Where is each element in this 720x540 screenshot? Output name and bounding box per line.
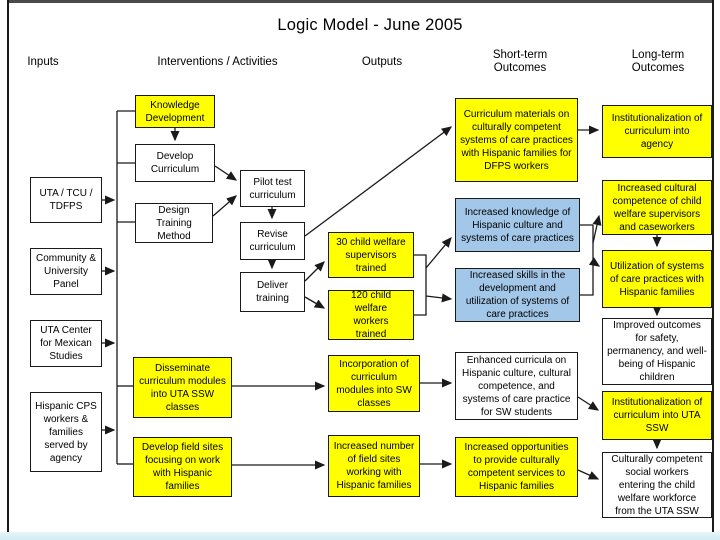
node-workers-trained: 120 child welfare workers trained	[328, 290, 414, 340]
node-improved-outcomes: Improved outcomes for safety, permanency…	[602, 318, 712, 385]
node-revise-curriculum: Revise curriculum	[240, 222, 305, 260]
node-uta-center-mexican-studies: UTA Center for Mexican Studies	[30, 320, 102, 367]
node-develop-field-sites: Develop field sites focusing on work wit…	[133, 437, 232, 497]
column-header-outputs: Outputs	[361, 56, 403, 68]
connector-line	[577, 396, 600, 411]
connector-line	[580, 224, 594, 296]
node-deliver-training: Deliver training	[240, 272, 305, 312]
node-enhanced-curricula: Enhanced curricula on Hispanic culture, …	[455, 352, 578, 420]
node-pilot-test-curriculum: Pilot test curriculum	[240, 170, 305, 207]
column-header-short-term: Short-term Outcomes	[492, 49, 548, 74]
slide-right-border	[712, 0, 714, 533]
node-disseminate-modules: Disseminate curriculum modules into UTA …	[133, 357, 232, 418]
slide-top-bar	[8, 0, 714, 3]
node-knowledge-development: Knowledge Development	[135, 95, 215, 128]
connector-line	[577, 469, 600, 480]
connector-line	[304, 261, 325, 282]
connector-line	[588, 257, 601, 267]
column-header-long-term: Long-term Outcomes	[631, 49, 685, 74]
node-increased-field-sites: Increased number of field sites working …	[328, 435, 420, 497]
connector-line	[304, 126, 453, 237]
node-curriculum-materials: Curriculum materials on culturally compe…	[455, 98, 578, 182]
connector-line	[214, 165, 238, 181]
slide-left-border	[7, 0, 9, 533]
column-header-inputs: Inputs	[27, 56, 59, 68]
connector-line	[425, 293, 453, 303]
node-institutionalization-uta-ssw: Institutionalization of curriculum into …	[602, 391, 712, 440]
node-increased-opportunities: Increased opportunities to provide cultu…	[455, 437, 578, 497]
node-community-university-panel: Community & University Panel	[30, 248, 102, 295]
slide-footer-strip	[0, 532, 720, 540]
column-header-interventions: Interventions / Activities	[157, 56, 278, 68]
node-culturally-competent-workers: Culturally competent social workers ente…	[602, 452, 712, 518]
connector-line	[212, 195, 237, 217]
node-incorporation-modules: Incorporation of curriculum modules into…	[328, 355, 420, 412]
node-develop-curriculum: Develop Curriculum	[135, 144, 215, 182]
node-increased-knowledge: Increased knowledge of Hispanic culture …	[455, 198, 580, 252]
connector-line	[414, 254, 427, 316]
node-hispanic-cps-workers: Hispanic CPS workers & families served b…	[30, 392, 102, 472]
node-supervisors-trained: 30 child welfare supervisors trained	[328, 232, 414, 278]
node-increased-skills: Increased skills in the development and …	[455, 268, 580, 322]
node-increased-cultural-competence: Increased cultural competence of child w…	[602, 180, 712, 235]
connector-line	[304, 296, 326, 309]
diagram-title: Logic Model - June 2005	[277, 16, 463, 34]
node-uta-tcu-tdfps: UTA / TCU / TDFPS	[30, 177, 102, 223]
connector-line	[425, 237, 452, 269]
node-institutionalization-agency: Institutionalization of curriculum into …	[602, 105, 712, 158]
node-design-training-method: Design Training Method	[135, 203, 213, 243]
connector-line	[592, 214, 602, 244]
node-utilization-systems: Utilization of systems of care practices…	[602, 250, 712, 308]
